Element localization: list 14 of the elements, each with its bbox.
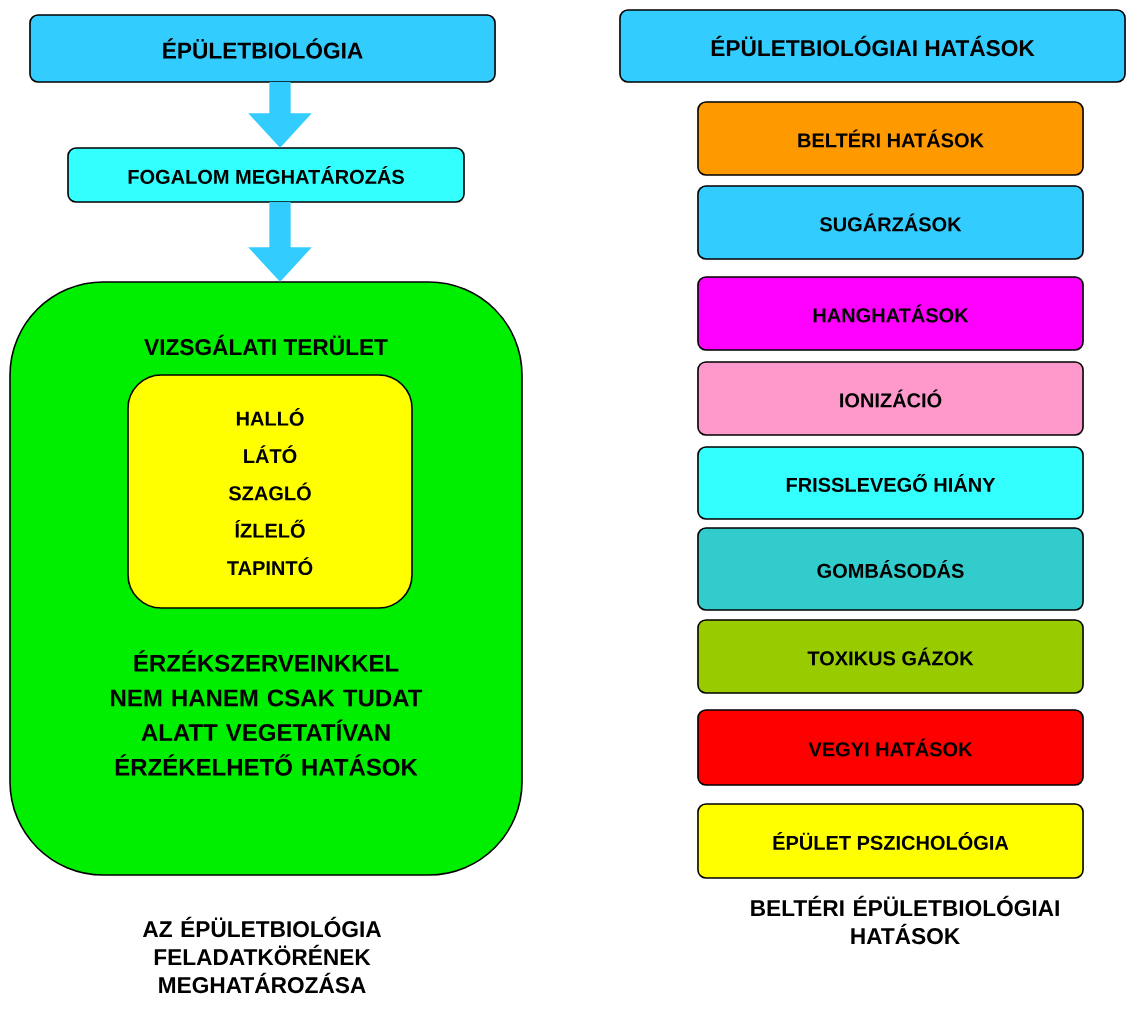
effect-box: IONIZÁCIÓ: [697, 361, 1084, 436]
heading-box: ÉPÜLETBIOLÓGIAI HATÁSOK: [619, 9, 1126, 83]
list-box: HALLÓ LÁTÓ SZAGLÓ ÍZLELŐ TAPINTÓ: [127, 374, 413, 609]
effect-box: SUGÁRZÁSOK: [697, 185, 1084, 260]
effect-box: GOMBÁSODÁS: [697, 527, 1084, 611]
effect-box: BELTÉRI HATÁSOK: [697, 101, 1084, 176]
effect-box: ÉPÜLET PSZICHOLÓGIA: [697, 803, 1084, 879]
effect-box: HANGHATÁSOK: [697, 276, 1084, 351]
effect-box: VEGYI HATÁSOK: [697, 709, 1084, 786]
effect-box: FRISSLEVEGŐ HIÁNY: [697, 446, 1084, 520]
effect-box: TOXIKUS GÁZOK: [697, 619, 1084, 694]
caption: AZ ÉPÜLETBIOLÓGIA FELADATKÖRÉNEK MEGHATÁROZÁSA: [142, 916, 382, 994]
process-box: FOGALOM MEGHATÁROZÁS: [67, 147, 465, 203]
title-box: ÉPÜLETBIOLÓGIA: [29, 14, 496, 83]
